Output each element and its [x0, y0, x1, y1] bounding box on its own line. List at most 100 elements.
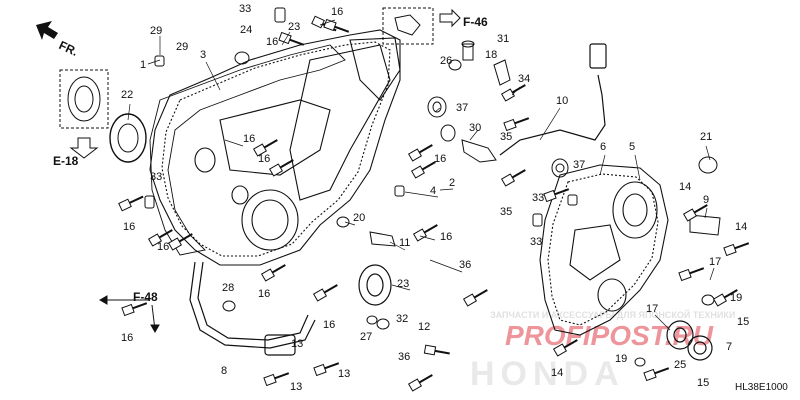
leader-line — [419, 235, 436, 241]
cap-7 — [687, 335, 713, 361]
gasket-3 — [149, 44, 346, 256]
callout-36: 36 — [398, 351, 410, 363]
callout-37: 37 — [573, 159, 585, 171]
leader-line — [599, 154, 606, 176]
callout-23: 23 — [397, 278, 409, 290]
bolt — [121, 302, 148, 317]
callout-19: 19 — [615, 353, 627, 365]
washer-27 — [366, 315, 378, 325]
leader-line — [404, 191, 439, 198]
callout-16: 16 — [121, 332, 133, 344]
callout-31: 31 — [497, 33, 509, 45]
callout-16: 16 — [440, 231, 452, 243]
leader-line — [434, 107, 441, 113]
callout-2: 2 — [449, 177, 455, 189]
bolts — [118, 15, 750, 392]
sensor-11-20 — [336, 216, 396, 247]
callout-27: 27 — [360, 331, 372, 343]
bolt — [723, 242, 750, 257]
bolt — [118, 195, 144, 212]
callout-6: 6 — [600, 141, 606, 153]
callout-17: 17 — [646, 303, 658, 315]
leader-line — [205, 61, 221, 91]
front-direction-indicator: FR. — [36, 21, 80, 59]
dowels — [144, 7, 578, 227]
leader-line — [429, 259, 463, 273]
callout-24: 24 — [240, 24, 252, 36]
sensor-wire-10 — [499, 43, 607, 156]
seal-24 — [234, 51, 250, 65]
callout-13: 13 — [291, 338, 303, 350]
callout-9: 9 — [703, 194, 709, 206]
callout-26: 26 — [440, 55, 452, 67]
callout-10: 10 — [556, 95, 568, 107]
leader-lines — [127, 19, 715, 331]
callout-13: 13 — [338, 368, 350, 380]
bolt — [500, 84, 526, 102]
washer-32 — [376, 318, 390, 330]
callout-19: 19 — [730, 292, 742, 304]
callout-20: 20 — [353, 212, 365, 224]
leader-line — [391, 284, 411, 291]
callout-34: 34 — [518, 73, 530, 85]
callout-28: 28 — [222, 282, 234, 294]
bolt — [500, 169, 526, 187]
bearing-reference-box — [59, 69, 109, 129]
ref-f46-box — [382, 7, 461, 45]
watermark: ЗАПЧАСТИ И АКСЕССУАРЫ ДЛЯ ЯПОНСКОЙ ТЕХНИ… — [470, 309, 735, 393]
front-arrow-icon — [36, 21, 58, 40]
callout-21: 21 — [700, 131, 712, 143]
bolt — [313, 362, 340, 377]
callout-16: 16 — [258, 153, 270, 165]
ref-f48-label: F-48 — [133, 290, 158, 304]
callout-17: 17 — [709, 256, 721, 268]
bolt — [503, 117, 530, 132]
washer-26 — [448, 59, 462, 71]
watermark-logo: PROFIPOST.RU — [505, 320, 714, 351]
pin-18 — [461, 40, 475, 61]
ring-30 — [440, 124, 456, 142]
bolt — [263, 372, 290, 387]
right-cover-5 — [539, 164, 669, 336]
seal-37-upper — [427, 96, 447, 118]
bolt — [462, 289, 488, 307]
callout-11: 11 — [399, 237, 410, 249]
sensor-30 — [461, 139, 497, 163]
ref-e18-label: E-18 — [53, 154, 79, 168]
leader-line — [224, 139, 244, 147]
callout-8: 8 — [221, 365, 227, 377]
callout-33: 33 — [530, 236, 542, 248]
bearing-22 — [59, 69, 147, 163]
leader-line — [654, 314, 671, 331]
callout-15: 15 — [697, 377, 709, 389]
leader-line — [389, 241, 406, 251]
callout-16: 16 — [266, 36, 278, 48]
bracket-9 — [689, 214, 721, 236]
leader-line — [147, 59, 161, 65]
bolt — [147, 229, 173, 247]
ref-e18-arrow — [69, 137, 99, 159]
bolt — [407, 144, 433, 162]
bolt — [252, 139, 278, 157]
leader-line — [439, 188, 454, 191]
callout-32: 32 — [396, 313, 408, 325]
callout-16: 16 — [331, 6, 343, 18]
bolt — [678, 267, 705, 282]
leader-line — [634, 154, 641, 181]
leader-line — [469, 129, 479, 141]
bolt — [268, 159, 294, 177]
leader-line — [705, 145, 711, 161]
callout-33: 33 — [239, 3, 251, 15]
callout-16: 16 — [258, 288, 270, 300]
seal-23 — [358, 264, 392, 306]
callout-13: 13 — [290, 381, 302, 393]
callout-29: 29 — [176, 41, 188, 53]
bolt — [712, 289, 738, 307]
leader-line — [127, 103, 131, 121]
clamp-21 — [698, 156, 718, 174]
bolt — [407, 374, 433, 392]
leader-line — [704, 207, 708, 219]
callout-16: 16 — [323, 319, 335, 331]
